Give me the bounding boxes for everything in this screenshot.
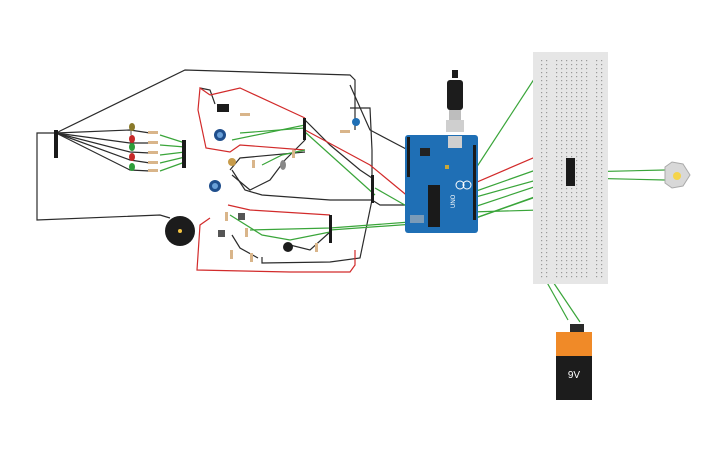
arduino-uno-board: UNO bbox=[405, 135, 478, 233]
right-led-header bbox=[182, 140, 186, 168]
led-icon bbox=[129, 143, 135, 151]
resistor-icon bbox=[148, 131, 158, 134]
resistor-group-left bbox=[148, 131, 158, 172]
photoresistor-icon bbox=[228, 158, 236, 166]
dc-motor-icon bbox=[664, 161, 691, 189]
arduino-brand-text: UNO bbox=[451, 194, 457, 208]
breadboard-icon bbox=[533, 52, 608, 284]
resistor-icon bbox=[292, 150, 295, 158]
piezo-buzzer-icon bbox=[165, 216, 195, 246]
left-pin-header bbox=[54, 130, 58, 158]
led-icon bbox=[129, 135, 135, 143]
resistor-icon bbox=[252, 160, 255, 168]
right-mid-header bbox=[371, 175, 374, 203]
led-icon bbox=[129, 153, 135, 161]
resistor-icon bbox=[315, 243, 318, 252]
led-icon bbox=[129, 123, 135, 135]
battery-label: 9V bbox=[568, 370, 581, 381]
pushbutton-icon bbox=[218, 230, 225, 237]
ic-chip-icon bbox=[283, 242, 293, 252]
center-pin-header bbox=[303, 118, 306, 140]
resistor-icon bbox=[148, 151, 158, 154]
led-icon bbox=[129, 163, 135, 171]
resistor-icon bbox=[245, 228, 248, 237]
black-wires bbox=[36, 69, 410, 264]
battery-9v-icon: 9V bbox=[556, 324, 592, 400]
lower-button-cluster bbox=[218, 212, 318, 262]
led-icon bbox=[352, 118, 360, 126]
resistor-icon bbox=[250, 253, 253, 262]
lower-pin-header bbox=[329, 215, 332, 243]
resistor-icon bbox=[148, 161, 158, 164]
usb-cable-icon bbox=[446, 70, 464, 132]
pushbutton-icon bbox=[217, 104, 229, 112]
potentiometer-icon bbox=[214, 129, 226, 141]
potentiometer-icon bbox=[209, 180, 221, 192]
resistor-icon bbox=[148, 141, 158, 144]
resistor-icon bbox=[230, 250, 233, 259]
led-array bbox=[129, 123, 135, 171]
resistor-icon bbox=[148, 169, 158, 172]
red-wires bbox=[196, 86, 576, 273]
resistor-icon bbox=[240, 113, 250, 116]
pushbutton-icon bbox=[238, 213, 245, 220]
resistor-icon bbox=[225, 212, 228, 221]
sensor-icon bbox=[280, 160, 286, 170]
resistor-icon bbox=[340, 130, 350, 133]
